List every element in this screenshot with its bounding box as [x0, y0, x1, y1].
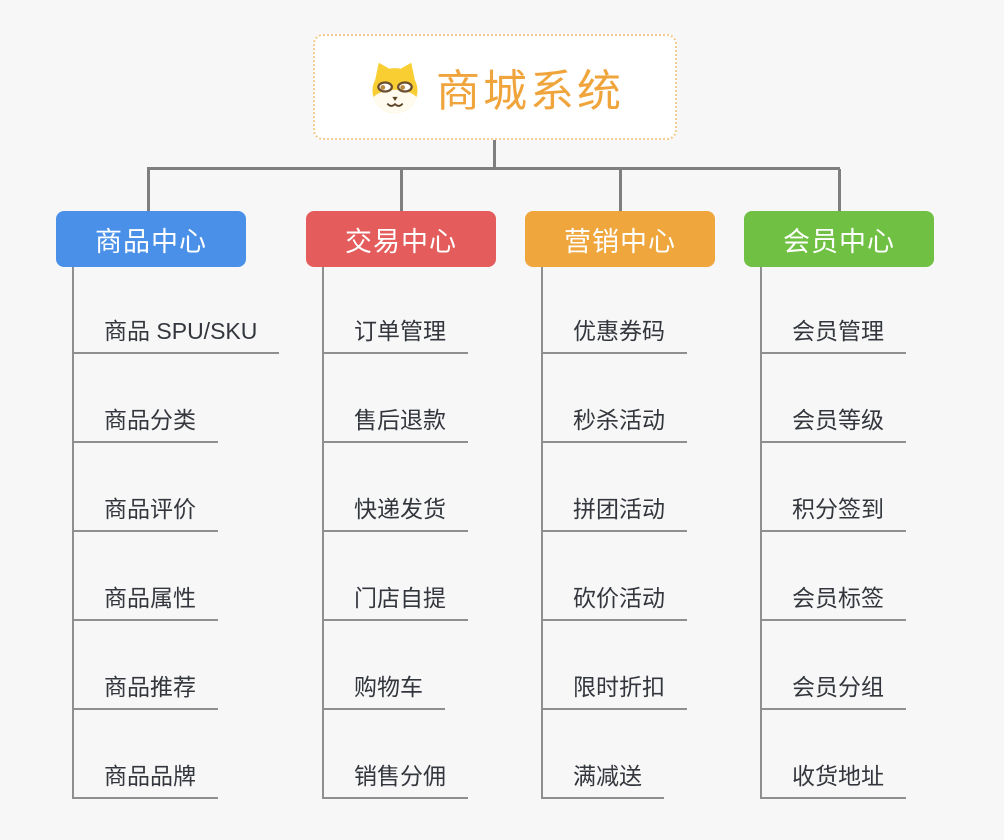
topic-item[interactable]: 限时折扣: [543, 621, 687, 710]
topic-item[interactable]: 商品分类: [74, 354, 218, 443]
topic-item[interactable]: 会员分组: [762, 621, 906, 710]
topic-item[interactable]: 销售分佣: [324, 710, 468, 799]
topic-item[interactable]: 门店自提: [324, 532, 468, 621]
connector-drop: [619, 169, 622, 211]
topic-item[interactable]: 砍价活动: [543, 532, 687, 621]
branch-column-product: 商品 SPU/SKU 商品分类 商品评价 商品属性 商品推荐 商品品牌: [72, 267, 280, 799]
branch-column-member: 会员管理 会员等级 积分签到 会员标签 会员分组 收货地址: [760, 267, 906, 799]
topic-item[interactable]: 商品推荐: [74, 621, 218, 710]
topic-item[interactable]: 会员管理: [762, 267, 906, 354]
branch-node-product[interactable]: 商品中心: [56, 211, 246, 267]
connector-root-stem: [493, 140, 496, 168]
topic-item[interactable]: 会员标签: [762, 532, 906, 621]
topic-item[interactable]: 商品属性: [74, 532, 218, 621]
topic-item[interactable]: 会员等级: [762, 354, 906, 443]
topic-item[interactable]: 优惠券码: [543, 267, 687, 354]
branch-node-trade[interactable]: 交易中心: [306, 211, 496, 267]
topic-item[interactable]: 商品评价: [74, 443, 218, 532]
topic-item[interactable]: 商品 SPU/SKU: [74, 267, 280, 354]
topic-item[interactable]: 积分签到: [762, 443, 906, 532]
connector-crossbar: [147, 167, 840, 170]
topic-item[interactable]: 购物车: [324, 621, 445, 710]
root-node[interactable]: 商城系统: [313, 34, 677, 140]
root-title: 商城系统: [436, 67, 624, 116]
connector-drop: [400, 169, 403, 211]
topic-item[interactable]: 售后退款: [324, 354, 468, 443]
topic-item[interactable]: 满减送: [543, 710, 664, 799]
topic-item[interactable]: 拼团活动: [543, 443, 687, 532]
topic-item[interactable]: 快递发货: [324, 443, 468, 532]
shiba-dog-icon: [366, 60, 424, 114]
branch-node-member[interactable]: 会员中心: [744, 211, 934, 267]
topic-item[interactable]: 订单管理: [324, 267, 468, 354]
branch-node-marketing[interactable]: 营销中心: [525, 211, 715, 267]
topic-item[interactable]: 秒杀活动: [543, 354, 687, 443]
connector-drop: [147, 169, 150, 211]
branch-column-trade: 订单管理 售后退款 快递发货 门店自提 购物车 销售分佣: [322, 267, 468, 799]
connector-drop: [838, 169, 841, 211]
topic-item[interactable]: 收货地址: [762, 710, 906, 799]
branch-column-marketing: 优惠券码 秒杀活动 拼团活动 砍价活动 限时折扣 满减送: [541, 267, 687, 799]
topic-item[interactable]: 商品品牌: [74, 710, 218, 799]
